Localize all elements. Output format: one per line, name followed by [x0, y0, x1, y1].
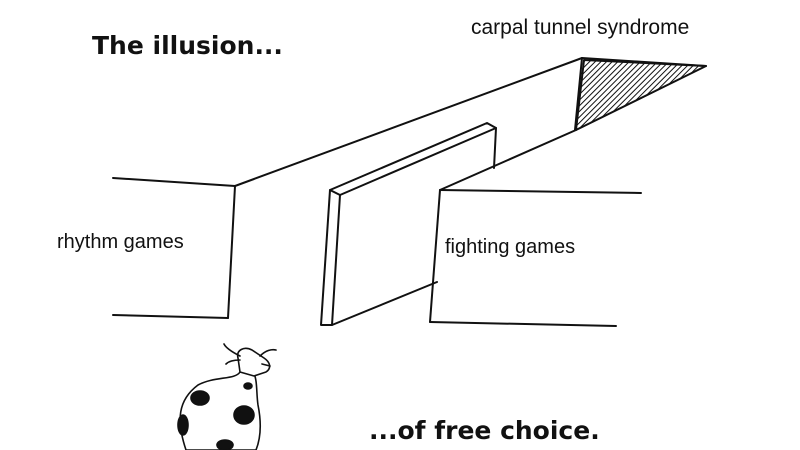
- label-rhythm-games: rhythm games: [57, 231, 184, 253]
- left-wall: [112, 57, 583, 319]
- door-panel: [320, 122, 497, 326]
- right-wall: [429, 129, 642, 327]
- label-carpal-tunnel: carpal tunnel syndrome: [471, 16, 690, 39]
- cow-figure: [177, 343, 277, 450]
- label-fighting-games: fighting games: [445, 236, 576, 258]
- far-corridor: [574, 57, 707, 131]
- title-bottom: ...of free choice.: [369, 416, 600, 445]
- title-top: The illusion...: [92, 31, 283, 60]
